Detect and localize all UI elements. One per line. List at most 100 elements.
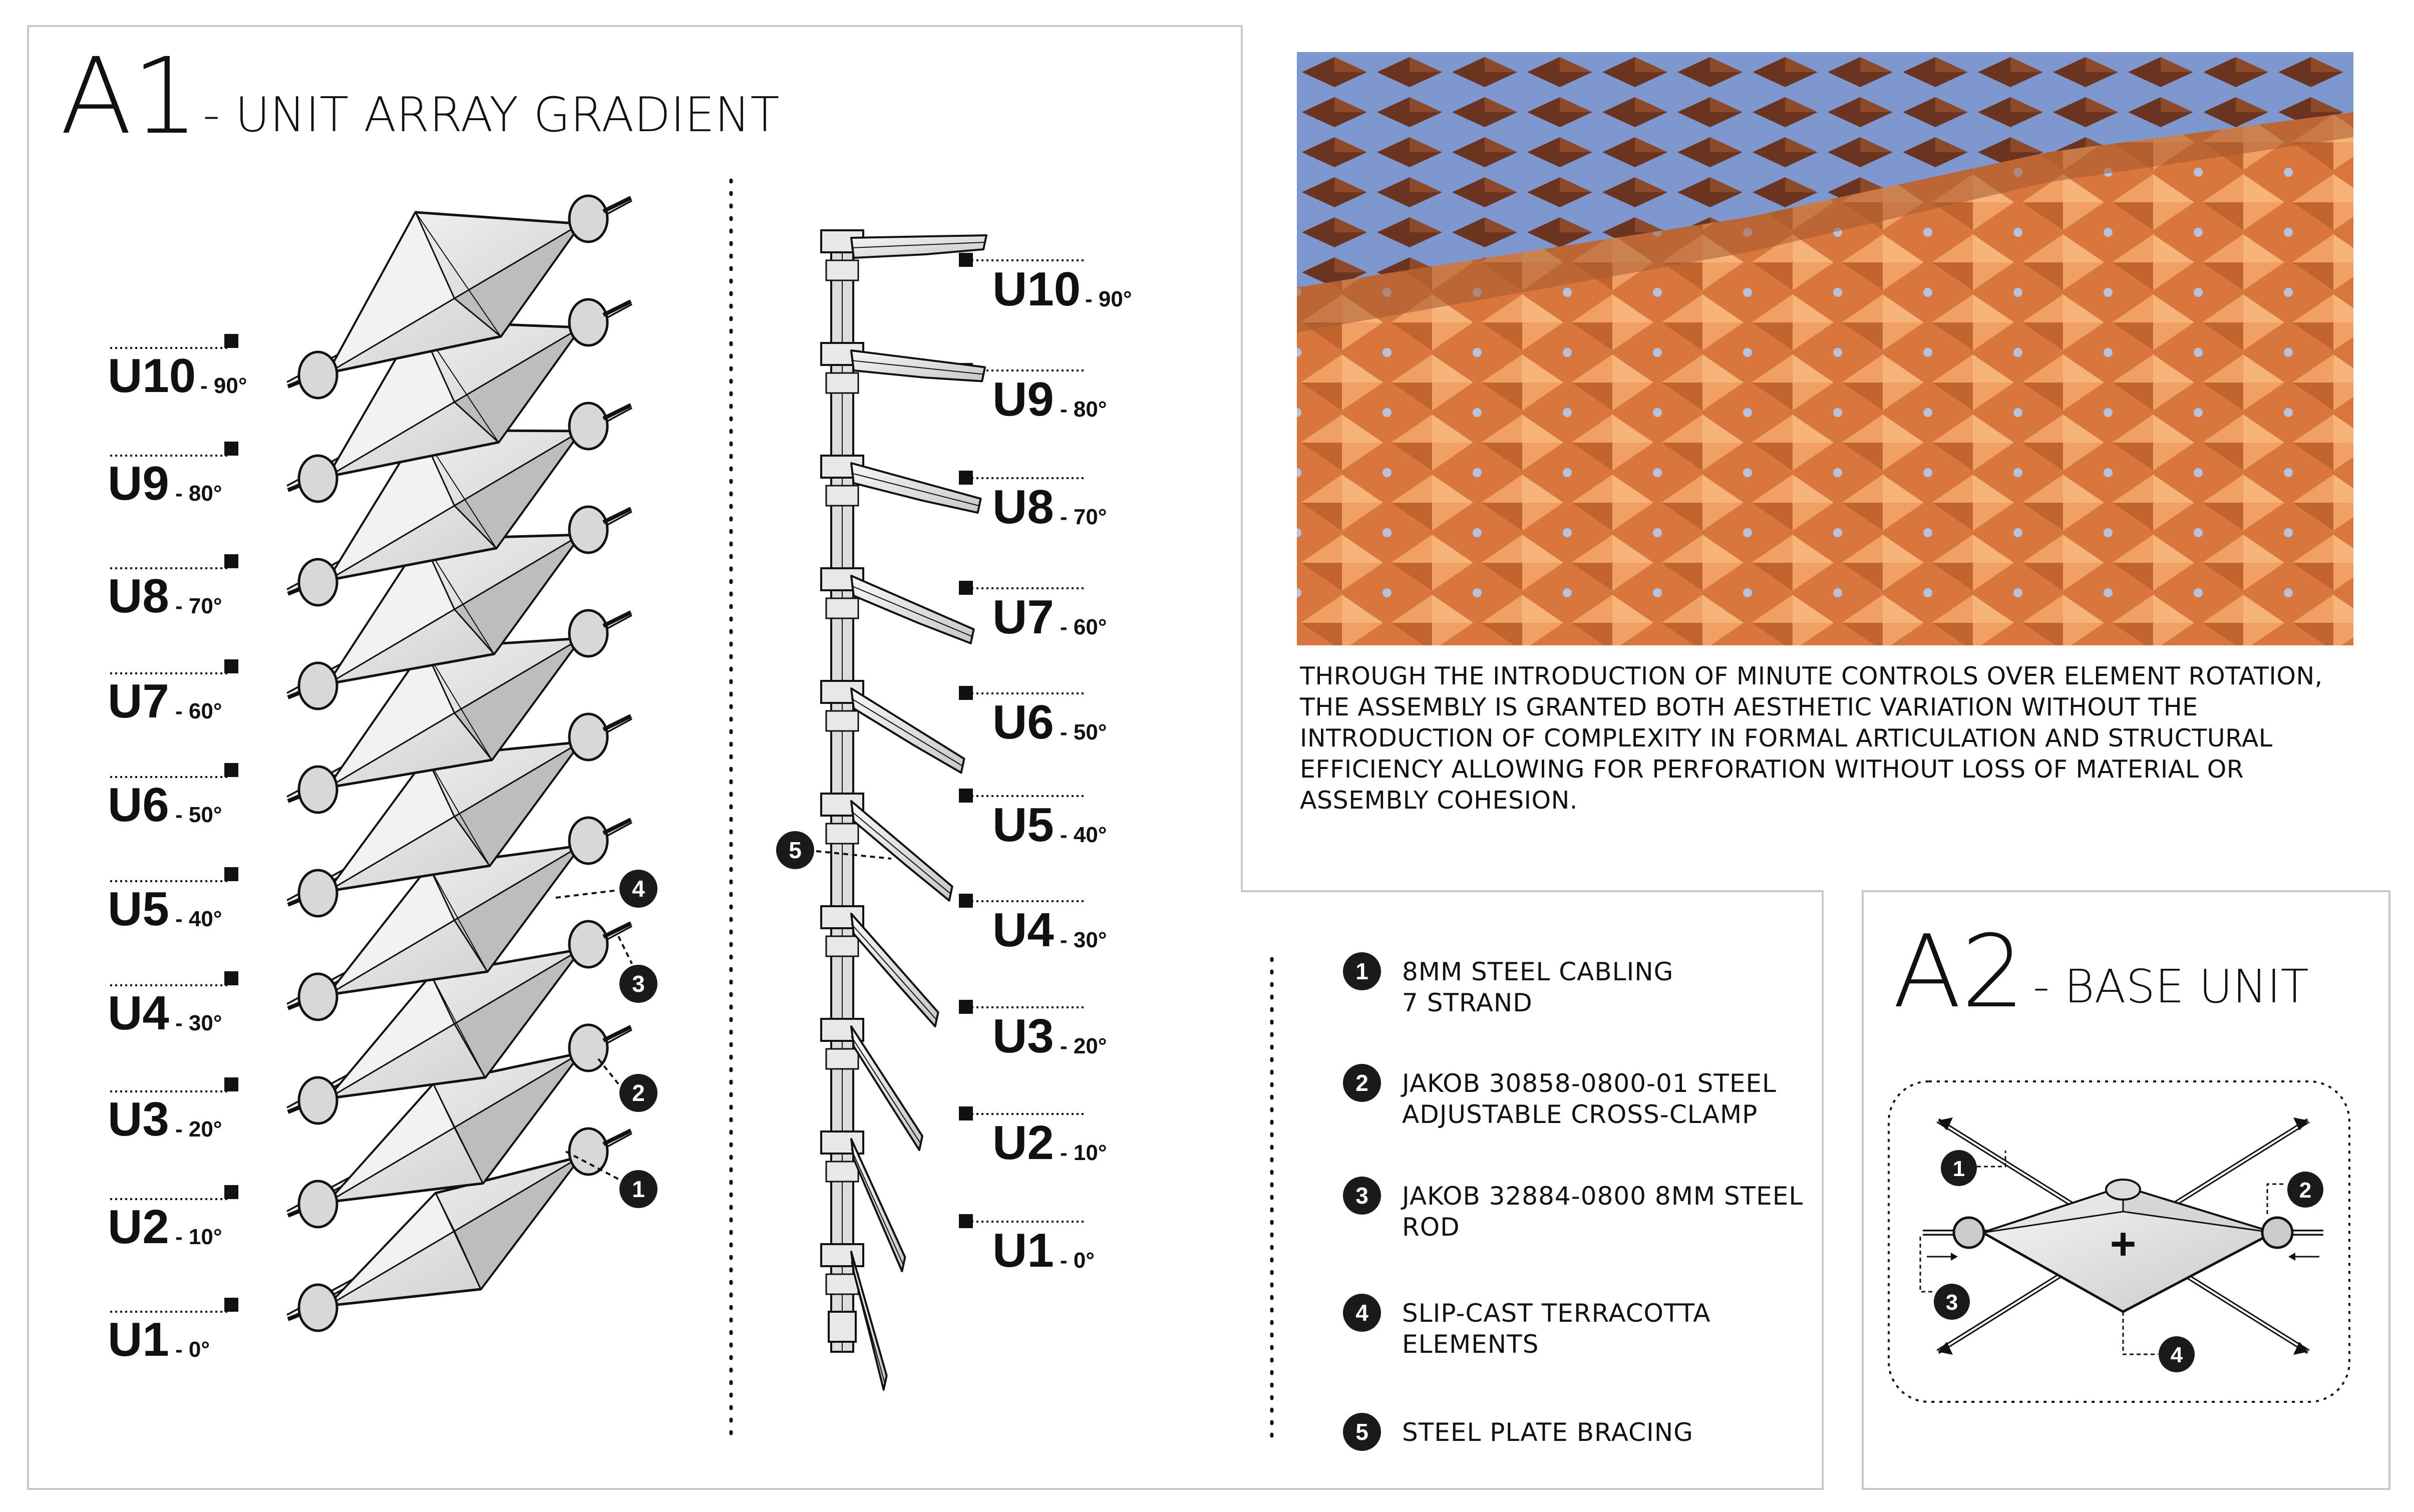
a2-title: - BASE UNIT <box>2033 960 2309 1013</box>
legend-line-1: STEEL PLATE BRACING <box>1402 1418 1693 1447</box>
section-unit-3 <box>820 1018 923 1152</box>
svg-text:- 40°: - 40° <box>1060 823 1107 847</box>
legend-line-2: ROD <box>1402 1213 1460 1242</box>
svg-text:- 70°: - 70° <box>175 594 222 618</box>
svg-text:- 50°: - 50° <box>175 803 222 827</box>
unit-label-right-u2: U2- 10° <box>959 1106 1107 1170</box>
svg-text:- 60°: - 60° <box>175 699 222 723</box>
stack-unit-10 <box>286 194 632 400</box>
callout-3: 3 <box>617 936 657 1003</box>
stack-unit-1 <box>286 1127 632 1332</box>
svg-text:2: 2 <box>632 1080 645 1106</box>
svg-text:4: 4 <box>1355 1300 1368 1326</box>
left-unit-labels: U10- 90°U9- 80°U8- 70°U7- 60°U6- 50°U5- … <box>108 334 247 1366</box>
svg-text:U6: U6 <box>992 695 1054 749</box>
section-unit-7 <box>820 567 975 644</box>
base-unit-diagram: + 1 2 3 4 <box>1888 1080 2350 1403</box>
svg-text:- 30°: - 30° <box>1060 928 1107 952</box>
stack-unit-2 <box>286 1023 632 1229</box>
a1-title: - UNIT ARRAY GRADIENT <box>203 88 779 143</box>
description-caption: THROUGH THE INTRODUCTION OF MINUTE CONTR… <box>1300 662 2323 815</box>
svg-text:5: 5 <box>789 837 802 863</box>
section-unit-10 <box>820 229 987 281</box>
center-plus-icon: + <box>2110 1219 2137 1269</box>
svg-text:U7: U7 <box>992 590 1054 644</box>
unit-label-left-u6: U6- 50° <box>108 763 238 832</box>
svg-text:- 40°: - 40° <box>175 907 222 931</box>
svg-text:U10: U10 <box>992 262 1081 316</box>
svg-text:2: 2 <box>1355 1070 1368 1096</box>
stack-unit-4 <box>286 816 632 1021</box>
stack-unit-6 <box>286 609 632 814</box>
unit-label-right-u10: U10- 90° <box>959 253 1132 316</box>
unit-label-left-u10: U10- 90° <box>108 334 247 403</box>
svg-text:- 70°: - 70° <box>1060 505 1107 529</box>
svg-text:U2: U2 <box>108 1200 169 1254</box>
svg-text:- 90°: - 90° <box>200 373 247 398</box>
terracotta-array-photo <box>1297 52 2353 645</box>
svg-text:U10: U10 <box>108 349 196 403</box>
svg-text:U8: U8 <box>108 569 169 623</box>
svg-text:- 80°: - 80° <box>175 481 222 506</box>
unit-label-right-u9: U9- 80° <box>959 363 1107 426</box>
svg-text:- 0°: - 0° <box>1060 1248 1095 1273</box>
legend-bullet-3: 3 <box>1343 1177 1381 1215</box>
stack-unit-8 <box>286 402 632 607</box>
unit-label-right-u7: U7- 60° <box>959 581 1107 644</box>
svg-text:U8: U8 <box>992 480 1054 534</box>
unit-label-right-u4: U4- 30° <box>959 894 1107 957</box>
unit-label-left-u7: U7- 60° <box>108 659 238 728</box>
unit-label-right-u6: U6- 50° <box>959 686 1107 749</box>
svg-text:3: 3 <box>1946 1290 1958 1315</box>
svg-text:U6: U6 <box>108 778 169 832</box>
legend-line-1: 8MM STEEL CABLING <box>1402 957 1674 986</box>
unit-section-column <box>820 229 987 1391</box>
svg-text:- 10°: - 10° <box>1060 1141 1107 1165</box>
section-unit-9 <box>820 342 986 394</box>
a2-code: A2 <box>1893 914 2025 1030</box>
callout-2: 2 <box>597 1058 657 1112</box>
legend-bullet-4: 4 <box>1343 1294 1381 1332</box>
callout-1: 1 <box>565 1151 657 1208</box>
stack-unit-3 <box>286 920 632 1125</box>
svg-text:U3: U3 <box>108 1092 169 1146</box>
unit-stack-isometric <box>286 194 632 1332</box>
svg-text:- 50°: - 50° <box>1060 720 1107 744</box>
panel-a1 <box>27 25 1824 1490</box>
svg-text:U3: U3 <box>992 1009 1054 1063</box>
section-unit-5 <box>820 793 953 902</box>
svg-text:U5: U5 <box>108 882 169 936</box>
svg-text:U4: U4 <box>108 986 169 1040</box>
unit-label-right-u3: U3- 20° <box>959 1000 1107 1063</box>
legend-line-2: ELEMENTS <box>1402 1330 1539 1359</box>
callout-5: 5 <box>776 831 892 869</box>
svg-text:- 0°: - 0° <box>175 1337 210 1362</box>
legend-line-2: 7 STRAND <box>1402 988 1533 1017</box>
svg-text:- 60°: - 60° <box>1060 615 1107 639</box>
unit-label-left-u2: U2- 10° <box>108 1185 238 1254</box>
legend-line-1: SLIP-CAST TERRACOTTA <box>1402 1299 1711 1328</box>
legend-bullet-1: 1 <box>1343 952 1381 990</box>
svg-text:U9: U9 <box>108 457 169 510</box>
svg-text:1: 1 <box>1953 1157 1965 1181</box>
legend-item-5: STEEL PLATE BRACING <box>1402 1417 1853 1448</box>
unit-label-left-u4: U4- 30° <box>108 971 238 1040</box>
svg-text:- 20°: - 20° <box>175 1117 222 1142</box>
svg-text:U2: U2 <box>992 1116 1054 1170</box>
svg-text:U4: U4 <box>992 903 1054 957</box>
section-unit-6 <box>820 680 965 774</box>
callout-4: 4 <box>555 870 657 908</box>
unit-label-left-u5: U5- 40° <box>108 867 238 936</box>
svg-text:4: 4 <box>2171 1343 2183 1367</box>
svg-text:1: 1 <box>632 1176 645 1202</box>
svg-text:- 80°: - 80° <box>1060 397 1107 422</box>
svg-text:3: 3 <box>1355 1183 1368 1209</box>
legend-line-1: JAKOB 30858-0800-01 STEEL <box>1402 1069 1777 1098</box>
section-unit-1 <box>820 1243 888 1391</box>
legend-line-2: ADJUSTABLE CROSS-CLAMP <box>1402 1100 1758 1129</box>
